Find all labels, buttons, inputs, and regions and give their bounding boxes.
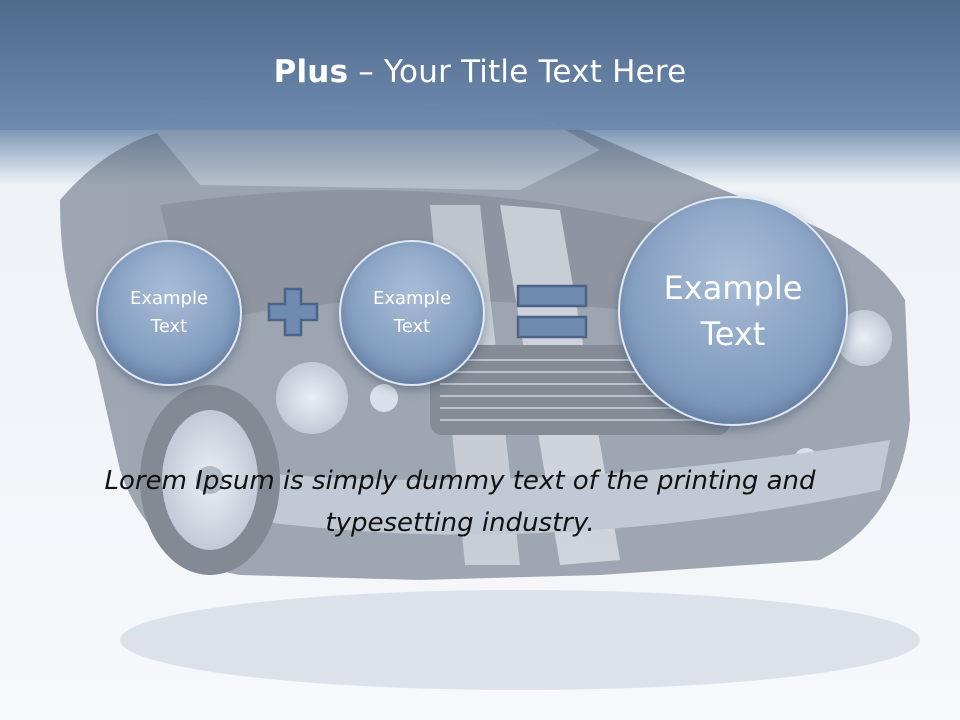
- example-circle-result-label: Example Text: [663, 269, 803, 353]
- example-circle-2-label: Example Text: [372, 288, 452, 337]
- example-circle-1[interactable]: Example Text: [96, 240, 242, 386]
- slide-title: Plus – Your Title Text Here: [0, 54, 960, 90]
- plus-icon: [267, 287, 319, 337]
- example-circle-2[interactable]: Example Text: [339, 240, 485, 386]
- title-bold-text: Plus: [273, 54, 349, 90]
- example-circle-result[interactable]: Example Text: [618, 196, 848, 426]
- equals-icon: [516, 284, 588, 339]
- title-header-band: [0, 0, 960, 130]
- example-circle-1-label: Example Text: [129, 288, 209, 337]
- title-text: – Your Title Text Here: [348, 54, 687, 90]
- body-text: Lorem Ipsum is simply dummy text of the …: [104, 466, 816, 538]
